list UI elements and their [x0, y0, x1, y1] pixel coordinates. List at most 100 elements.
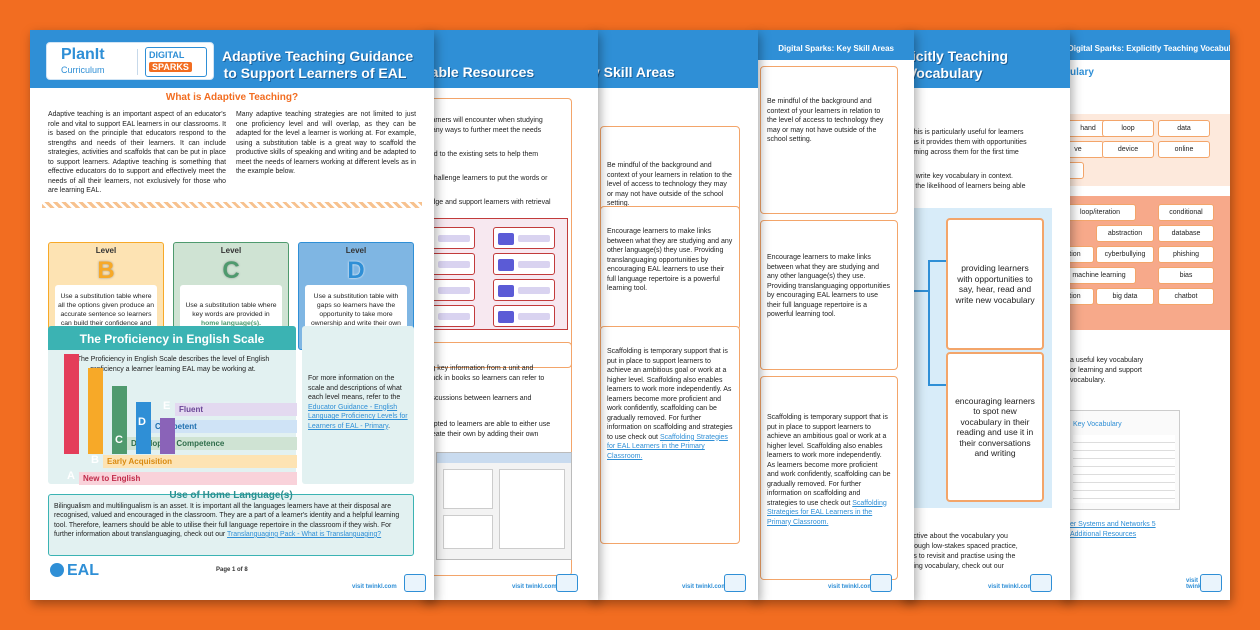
- scale-label-c: Developing Competence: [127, 437, 297, 450]
- text-line: vocabulary.: [1070, 377, 1106, 384]
- resource-preview: Key Vocabulary: [1068, 410, 1180, 510]
- text-line: learners will encounter when studying: [426, 117, 543, 124]
- page-header-band: Digital Sparks: Explicitly Teaching Voca…: [1062, 30, 1230, 60]
- vocab-word: loop: [1102, 120, 1154, 137]
- footer-site[interactable]: visit twinkl.com: [828, 584, 873, 590]
- scale-label-d: Competent: [151, 420, 297, 433]
- vocab-word: abstraction: [1096, 225, 1154, 242]
- home-language-text: Bilingualism and multilingualism is an a…: [54, 503, 400, 538]
- text-line: or learning and support: [1070, 367, 1142, 374]
- connector-line: [928, 260, 930, 384]
- logo-sub: Curriculum: [61, 65, 105, 75]
- text-line: nd write key vocabulary in context.: [906, 173, 1013, 180]
- footer-page: Page 1 of 8: [216, 567, 248, 573]
- page-4: Digital Sparks: Key Skill Areas Be mindf…: [752, 30, 914, 600]
- content-box: [422, 98, 572, 368]
- home-language-heading: Use of Home Language(s): [169, 490, 293, 501]
- page-header-band: [590, 30, 758, 88]
- resource-link[interactable]: er Systems and Networks 5 Additional Res…: [1070, 521, 1156, 538]
- preview-title: Key Vocabulary: [1073, 421, 1122, 428]
- vocab-word: bias: [1158, 267, 1214, 284]
- eal-icon: [50, 563, 64, 577]
- vocab-word: big data: [1096, 288, 1154, 305]
- band-title: Digital Sparks: Key Skill Areas: [778, 44, 894, 53]
- text-line: ties to revisit and practise using the: [906, 553, 1016, 560]
- footer-site[interactable]: visit twinkl.com: [682, 584, 727, 590]
- footer-logo: EAL: [50, 562, 99, 580]
- connector-line: [928, 260, 946, 262]
- logo-divider: [137, 49, 138, 75]
- vocab-word: machine learning: [1062, 267, 1136, 284]
- quality-seal-icon: [404, 574, 426, 592]
- scale-bar-e: [160, 418, 175, 454]
- scale-bar-b: [88, 368, 103, 454]
- scale-letter-b: B: [91, 454, 99, 466]
- page-1: PlanIt Curriculum DIGITAL SPARKS Adaptiv…: [30, 30, 434, 600]
- section-heading: ulary: [1070, 67, 1094, 78]
- text-line: coming across them for the first time: [906, 149, 1019, 156]
- text-line: discussions between learners and: [426, 395, 532, 402]
- band-title: Digital Sparks: Explicitly Teaching Voca…: [1068, 44, 1230, 53]
- section-heading: What is Adaptive Teaching?: [165, 92, 299, 103]
- scaffolding-link[interactable]: Scaffolding Strategies for EAL Learners …: [607, 433, 728, 460]
- vocab-word: conditional: [1158, 204, 1214, 221]
- resource-card: [493, 253, 555, 275]
- vocab-word: ation: [1062, 246, 1094, 263]
- intro-col-2: Many adaptive teaching strategies are no…: [236, 111, 416, 175]
- footer-site[interactable]: visit twinkl.com: [512, 584, 557, 590]
- scale-label-a: New to English: [79, 472, 297, 485]
- text-line: r challenge learners to put the words or: [426, 175, 548, 182]
- connector-line: [928, 384, 946, 386]
- connector-line: [912, 290, 928, 292]
- footer-site[interactable]: visit twinkl.com: [988, 584, 1033, 590]
- tip-box-2: Encourage learners to make links between…: [600, 206, 740, 330]
- tip-box-3: Scaffolding is temporary support that is…: [600, 326, 740, 544]
- logo-brand: PlanIt: [61, 46, 105, 63]
- page-title: table Resources: [426, 64, 535, 80]
- vocab-word: data: [1158, 120, 1210, 137]
- vocab-word: chatbot: [1158, 288, 1214, 305]
- resource-cards: [422, 218, 568, 330]
- footer-site[interactable]: visit twinkl.com: [352, 584, 397, 590]
- quality-seal-icon: [556, 574, 578, 592]
- digital-sparks-badge: DIGITAL SPARKS: [145, 47, 207, 77]
- text-line: ledge and support learners with retrieva…: [426, 199, 551, 206]
- text-line: es the likelihood of learners being able: [906, 183, 1026, 190]
- page-6: Digital Sparks: Explicitly Teaching Voca…: [1062, 30, 1230, 600]
- scale-letter-c: C: [115, 434, 123, 446]
- resource-card: [493, 305, 555, 327]
- text-line: flective about the vocabulary you: [906, 533, 1008, 540]
- side-info-text: For more information on the scale and de…: [308, 375, 408, 430]
- diagram-box-2: encouraging learners to spot new vocabul…: [946, 352, 1044, 502]
- text-line: many ways to further meet the needs: [426, 127, 542, 134]
- scaffolding-link[interactable]: Scaffolding Strategies for EAL Learners …: [767, 499, 887, 526]
- logo-planit: PlanIt Curriculum DIGITAL SPARKS: [46, 42, 214, 80]
- resource-card: [493, 279, 555, 301]
- intro-col-1: Adaptive teaching is an important aspect…: [48, 111, 226, 194]
- quality-seal-icon: [724, 574, 746, 592]
- vocab-word: ation: [1062, 288, 1094, 305]
- scale-bar-d: [136, 402, 151, 454]
- vocab-word: phishing: [1158, 246, 1214, 263]
- page-3: y Skill Areas Be mindful of the backgrou…: [590, 30, 758, 600]
- text-line: through low-stakes spaced practice,: [906, 543, 1018, 550]
- page-header-band: Digital Sparks: Key Skill Areas: [752, 30, 914, 60]
- text-line: add to the existing sets to help them: [426, 151, 539, 158]
- translanguaging-link[interactable]: Translanguaging Pack - What is Translang…: [227, 530, 382, 538]
- text-line: d this is particularly useful for learne…: [906, 129, 1024, 136]
- educator-guidance-link[interactable]: Educator Guidance - English Language Pro…: [308, 403, 408, 430]
- vocab-word: device: [1102, 141, 1154, 158]
- scale-bar-c: [112, 386, 127, 454]
- text-line: dapted to learners are able to either us…: [426, 421, 551, 428]
- quality-seal-icon: [1200, 574, 1222, 592]
- preview-table: [1073, 435, 1175, 503]
- home-language-panel: [48, 494, 414, 556]
- page-header-band: [422, 30, 598, 88]
- scale-label-e: Fluent: [175, 403, 297, 416]
- quality-seal-icon: [1030, 574, 1052, 592]
- tip-box-1: Be mindful of the background and context…: [760, 66, 898, 214]
- vocab-word: loop/iteration: [1064, 204, 1136, 221]
- tip-box-3: Scaffolding is temporary support that is…: [760, 376, 898, 580]
